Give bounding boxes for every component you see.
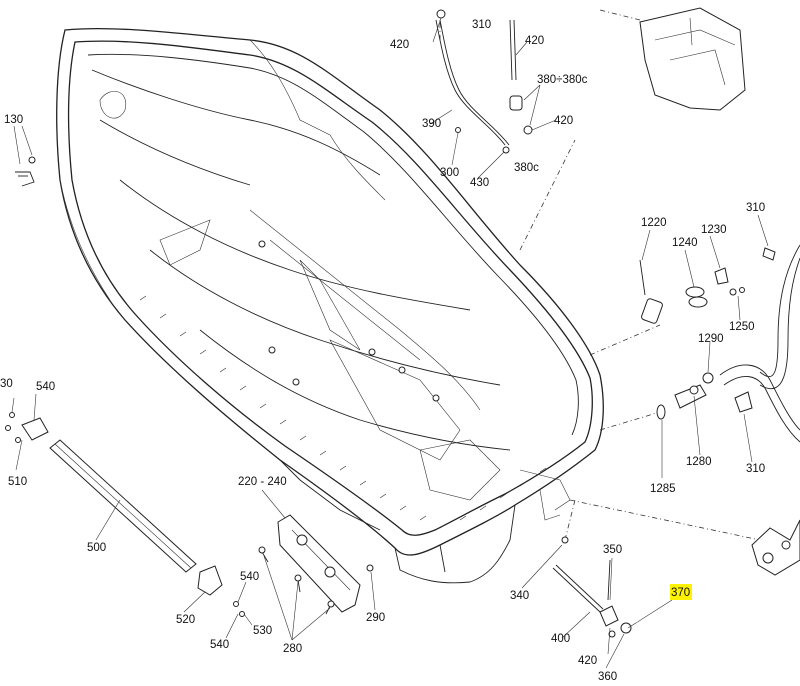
callout-510: 510	[8, 476, 27, 488]
right-side-parts	[639, 244, 800, 443]
callout-1250: 1250	[729, 321, 755, 333]
plate-220-240	[233, 514, 374, 617]
callout-530: 530	[253, 625, 272, 637]
callout-360: 360	[598, 671, 617, 683]
callout-380c: 380c	[514, 162, 539, 174]
callout-430: 430	[470, 177, 489, 189]
callout-280: 280	[283, 643, 302, 655]
callout-420-b: 420	[525, 35, 544, 47]
callout-520: 520	[176, 614, 195, 626]
vent-hose-parts	[435, 9, 533, 154]
callout-420-c: 420	[554, 115, 573, 127]
callout-420-d: 420	[578, 655, 597, 667]
highlight-370	[670, 584, 692, 600]
callout-380: 380÷380c	[537, 74, 588, 86]
callout-1290: 1290	[698, 333, 724, 345]
callout-130: 130	[4, 114, 23, 126]
callout-1220: 1220	[641, 217, 667, 229]
reservoir-tank	[639, 7, 746, 111]
callout-540-c: 540	[210, 639, 229, 651]
callout-220-240: 220 - 240	[238, 476, 287, 488]
steering-rod-parts	[552, 536, 632, 638]
callout-1230: 1230	[701, 224, 727, 236]
callout-540-a: 540	[36, 381, 55, 393]
callout-30: 30	[0, 378, 13, 390]
hull-drawing	[56, 28, 604, 584]
part-130	[15, 156, 36, 187]
callout-540-b: 540	[240, 571, 259, 583]
callout-400: 400	[551, 633, 570, 645]
callout-1285: 1285	[650, 483, 676, 495]
callout-340: 340	[510, 590, 529, 602]
callout-290: 290	[366, 612, 385, 624]
callout-labels: 310 420 420 380÷380c 420 390 300 430 380…	[0, 19, 765, 683]
callout-1240: 1240	[672, 237, 698, 249]
callout-310-mid: 310	[746, 463, 765, 475]
callout-300: 300	[440, 167, 459, 179]
callout-310-right: 310	[746, 202, 765, 214]
rear-bracket	[751, 519, 800, 576]
callout-420-a: 420	[390, 39, 409, 51]
callout-310-top: 310	[472, 19, 491, 31]
leader-lines	[439, 9, 761, 541]
callout-leaders	[11, 17, 769, 669]
callout-500: 500	[87, 542, 106, 554]
callout-370: 370	[671, 587, 690, 599]
rail-500	[5, 412, 223, 596]
callout-390: 390	[422, 118, 441, 130]
callout-1280: 1280	[686, 456, 712, 468]
callout-350: 350	[603, 544, 622, 556]
